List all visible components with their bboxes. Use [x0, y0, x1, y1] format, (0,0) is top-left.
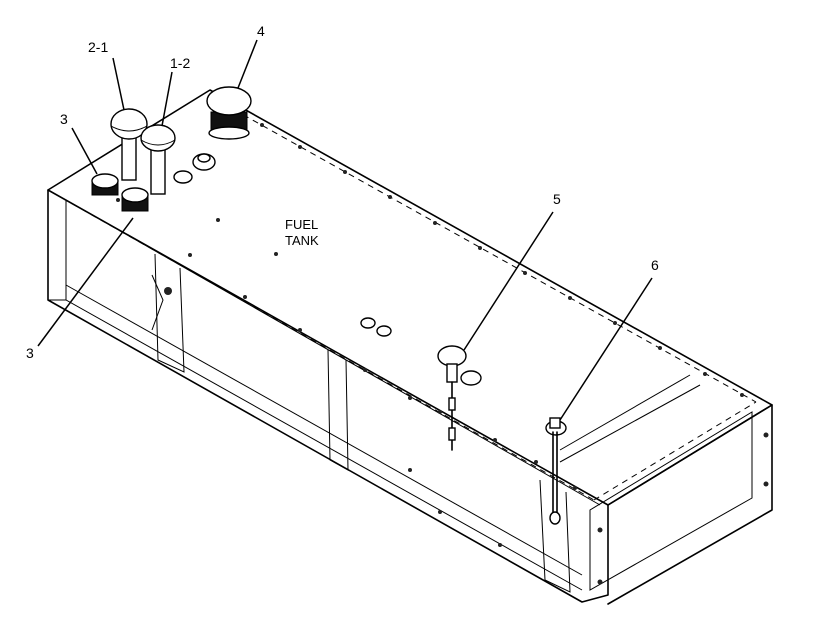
fitting-3-lower	[121, 187, 149, 212]
strap-left-bend	[151, 274, 164, 331]
leader-3-upper	[71, 127, 98, 175]
fitting-5-sender	[437, 345, 467, 451]
leader-2-1	[112, 57, 125, 111]
callout-2-1: 2-1	[88, 39, 108, 55]
front-rail-lower	[65, 284, 583, 576]
strap-right	[539, 479, 571, 593]
leader-lines	[37, 39, 653, 421]
tank-body	[47, 89, 773, 605]
callout-6: 6	[651, 257, 659, 273]
fitting-2-1	[110, 108, 148, 181]
top-panel-line-2	[559, 384, 701, 463]
tank-end-face	[607, 404, 773, 605]
leader-4	[237, 39, 258, 89]
tank-front-face	[47, 189, 609, 603]
callout-3-lower: 3	[26, 345, 34, 361]
strap-middle	[327, 349, 349, 471]
fitting-4-fill-cap	[206, 86, 252, 140]
end-inner-frame	[589, 411, 753, 591]
callout-1-2: 1-2	[170, 55, 190, 71]
top-panel-line-1	[559, 374, 691, 451]
leader-1-2	[161, 71, 173, 127]
flange-dash-front	[61, 197, 595, 501]
fitting-3-upper	[91, 173, 119, 196]
callout-4: 4	[257, 23, 265, 39]
tank-label-line1: FUEL	[285, 217, 318, 232]
leader-6	[559, 277, 653, 421]
small-fittings	[173, 153, 482, 386]
fitting-1-2	[140, 124, 176, 195]
tank-label-line2: TANK	[285, 233, 319, 248]
flange-dash-back	[223, 103, 757, 403]
strap-left	[154, 253, 185, 373]
flange-dash-end	[593, 401, 757, 501]
fitting-6-dipstick	[545, 417, 567, 525]
leader-5	[463, 211, 554, 351]
callout-3-upper: 3	[60, 111, 68, 127]
leader-3-lower	[37, 217, 134, 347]
callout-5: 5	[553, 191, 561, 207]
bolt-holes	[116, 123, 769, 585]
front-rail-upper	[65, 199, 601, 506]
